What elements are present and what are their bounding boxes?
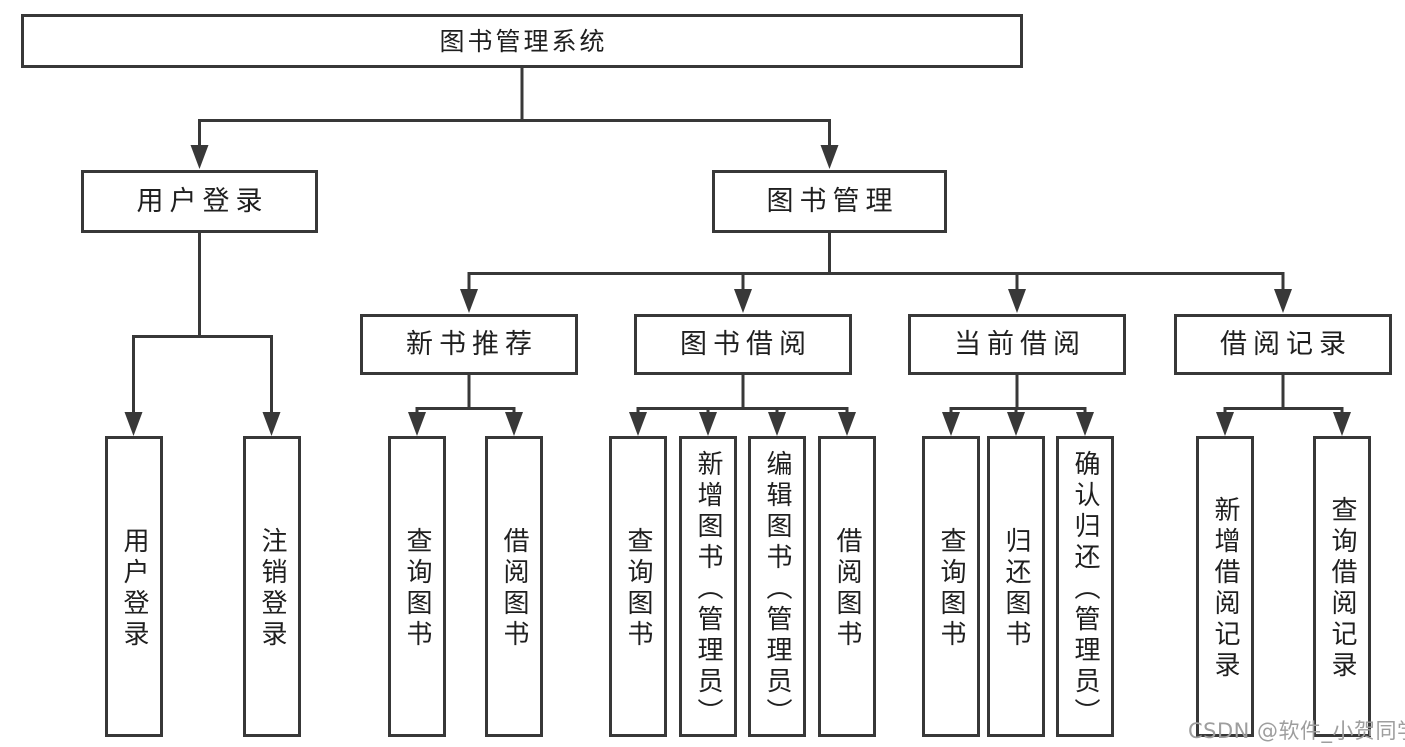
leaf-edit-book-admin: 编辑图书（管理员） bbox=[748, 436, 806, 737]
arrowhead-down-icon bbox=[1274, 289, 1292, 313]
arrowhead-down-icon bbox=[1076, 412, 1094, 436]
leaf-query-books-recommend: 查询图书 bbox=[388, 436, 446, 737]
arrowhead-down-icon bbox=[629, 412, 647, 436]
leaf-borrow-books-recommend: 借阅图书 bbox=[485, 436, 543, 737]
arrowhead-down-icon bbox=[838, 412, 856, 436]
arrowhead-down-icon bbox=[1333, 412, 1351, 436]
connector-root-to-level2 bbox=[190, 66, 839, 169]
node-new-book-recommend-label: 新书推荐 bbox=[406, 329, 538, 360]
leaf-add-book-admin-label: 新增图书（管理员） bbox=[693, 449, 723, 729]
leaf-add-borrow-record-label: 新增借阅记录 bbox=[1210, 496, 1240, 682]
node-new-book-recommend: 新书推荐 bbox=[360, 314, 578, 375]
leaf-edit-book-admin-label: 编辑图书（管理员） bbox=[762, 449, 792, 729]
node-current-borrow: 当前借阅 bbox=[908, 314, 1126, 375]
node-book-borrow: 图书借阅 bbox=[634, 314, 852, 375]
arrowhead-down-icon bbox=[1007, 412, 1025, 436]
leaf-confirm-return-admin: 确认归还（管理员） bbox=[1056, 436, 1114, 737]
node-user-login: 用户登录 bbox=[81, 170, 318, 233]
node-book-borrow-label: 图书借阅 bbox=[680, 329, 812, 360]
arrowhead-down-icon bbox=[262, 412, 281, 436]
leaf-query-borrow-record: 查询借阅记录 bbox=[1313, 436, 1371, 737]
leaf-confirm-return-admin-label: 确认归还（管理员） bbox=[1070, 449, 1100, 729]
leaf-add-borrow-record: 新增借阅记录 bbox=[1196, 436, 1254, 737]
leaf-user-login-label: 用户登录 bbox=[119, 527, 149, 651]
arrowhead-down-icon bbox=[820, 145, 839, 169]
leaf-query-books-current-label: 查询图书 bbox=[936, 527, 966, 651]
leaf-borrow-books-label: 借阅图书 bbox=[832, 527, 862, 651]
arrowhead-down-icon bbox=[768, 412, 786, 436]
arrowhead-down-icon bbox=[460, 289, 478, 313]
arrowhead-down-icon bbox=[1216, 412, 1234, 436]
connector-new-book-recommend-children bbox=[408, 373, 523, 436]
node-book-management: 图书管理 bbox=[712, 170, 947, 233]
connector-borrow-records-children bbox=[1216, 373, 1351, 436]
arrowhead-down-icon bbox=[408, 412, 426, 436]
node-current-borrow-label: 当前借阅 bbox=[954, 329, 1086, 360]
node-user-login-label: 用户登录 bbox=[136, 186, 269, 217]
leaf-add-book-admin: 新增图书（管理员） bbox=[679, 436, 737, 737]
leaf-return-book-label: 归还图书 bbox=[1001, 527, 1031, 651]
leaf-query-books-current: 查询图书 bbox=[922, 436, 980, 737]
leaf-query-borrow-record-label: 查询借阅记录 bbox=[1327, 496, 1357, 682]
arrowhead-down-icon bbox=[124, 412, 143, 436]
arrowhead-down-icon bbox=[699, 412, 717, 436]
arrowhead-down-icon bbox=[1008, 289, 1026, 313]
leaf-query-books-borrow-label: 查询图书 bbox=[623, 527, 653, 651]
leaf-user-login: 用户登录 bbox=[105, 436, 163, 737]
node-root: 图书管理系统 bbox=[21, 14, 1023, 68]
leaf-borrow-books: 借阅图书 bbox=[818, 436, 876, 737]
node-borrow-records: 借阅记录 bbox=[1174, 314, 1392, 375]
arrowhead-down-icon bbox=[734, 289, 752, 313]
connector-user-login-children bbox=[124, 231, 281, 436]
node-book-management-label: 图书管理 bbox=[766, 186, 899, 217]
arrowhead-down-icon bbox=[190, 145, 209, 169]
leaf-query-books-borrow: 查询图书 bbox=[609, 436, 667, 737]
node-borrow-records-label: 借阅记录 bbox=[1220, 329, 1352, 360]
connector-current-borrow-children bbox=[942, 373, 1094, 436]
leaf-query-books-recommend-label: 查询图书 bbox=[402, 527, 432, 651]
leaf-borrow-books-recommend-label: 借阅图书 bbox=[499, 527, 529, 651]
watermark: CSDN @软件_小贺同学 bbox=[1188, 719, 1405, 743]
leaf-logout-label: 注销登录 bbox=[257, 527, 287, 651]
connector-book-management-children bbox=[460, 231, 1292, 313]
arrowhead-down-icon bbox=[505, 412, 523, 436]
arrowhead-down-icon bbox=[942, 412, 960, 436]
node-root-label: 图书管理系统 bbox=[439, 26, 608, 56]
connector-book-borrow-children bbox=[629, 373, 856, 436]
leaf-return-book: 归还图书 bbox=[987, 436, 1045, 737]
leaf-logout: 注销登录 bbox=[243, 436, 301, 737]
